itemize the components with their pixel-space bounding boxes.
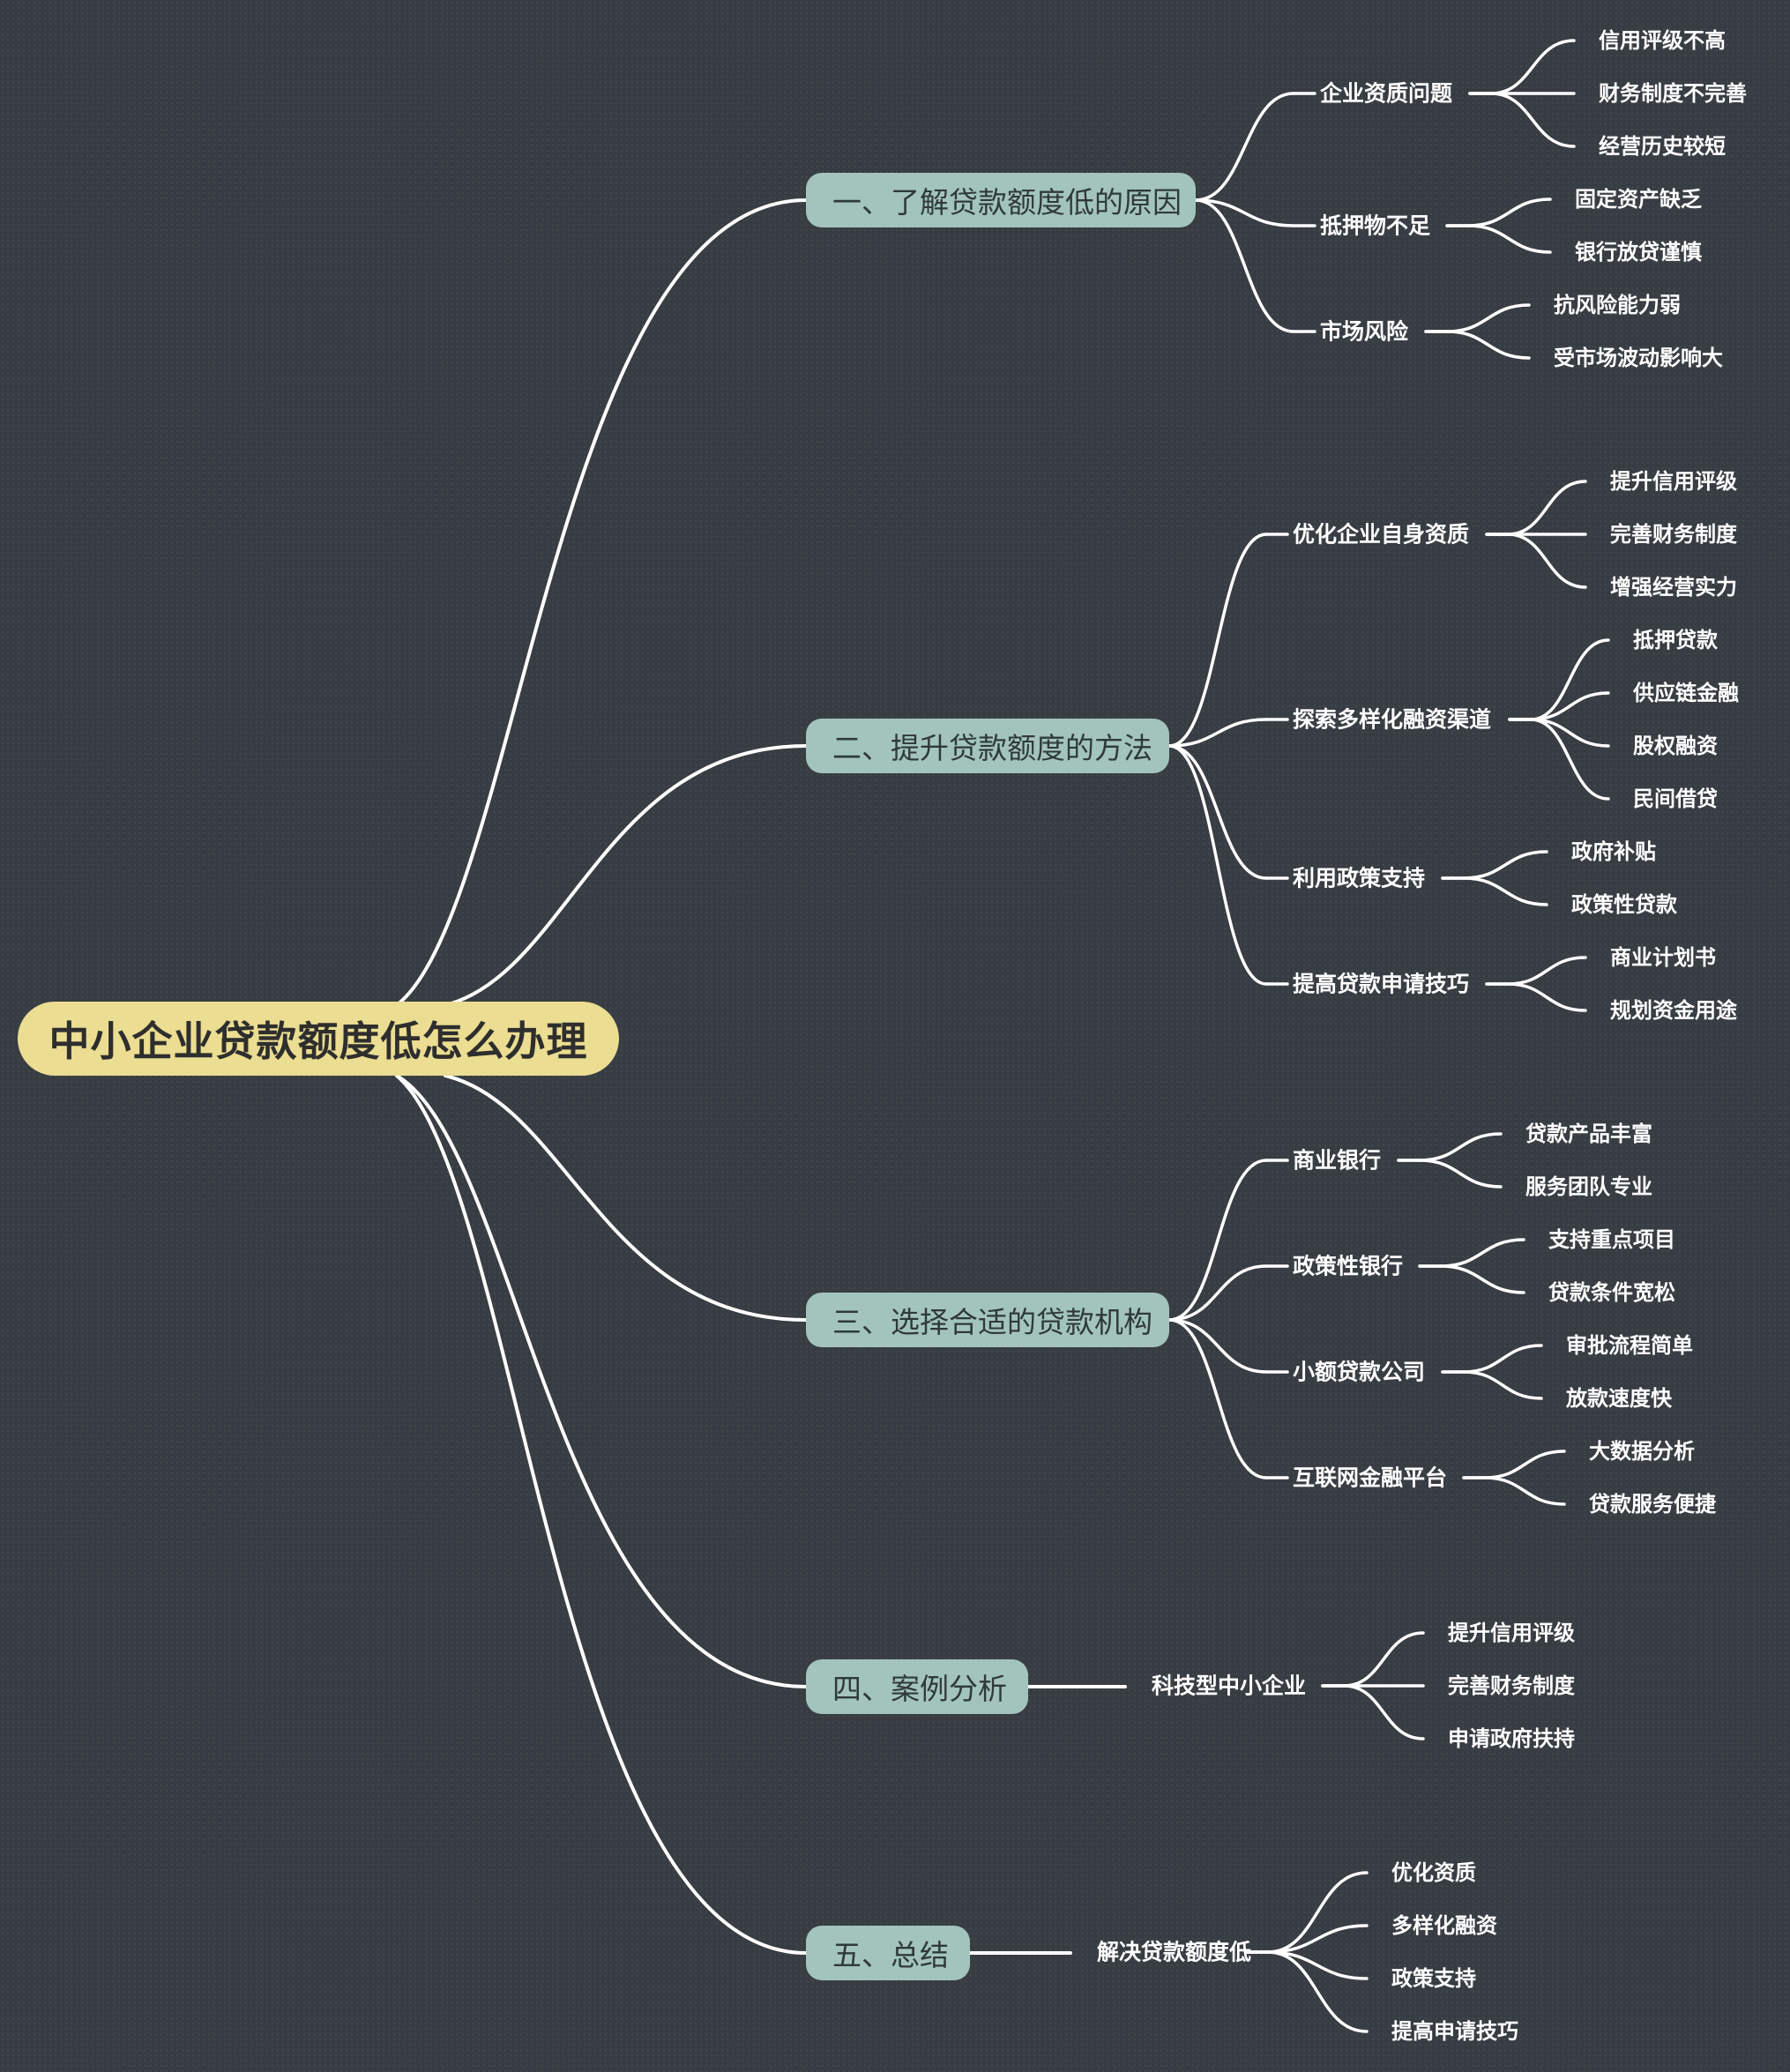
leaf-topic[interactable]: 支持重点项目 — [1548, 1227, 1675, 1252]
root-topic[interactable]: 中小企业贷款额度低怎么办理 — [18, 1002, 619, 1076]
connector-line — [1445, 330, 1531, 360]
leaf-topic[interactable]: 抗风险能力弱 — [1554, 293, 1681, 317]
leaf-topic[interactable]: 抵押贷款 — [1633, 628, 1718, 652]
connector-line — [1466, 224, 1552, 254]
subtopic-2-4[interactable]: 提高贷款申请技巧 — [1293, 971, 1470, 997]
leaf-topic[interactable]: 商业计划书 — [1610, 945, 1716, 970]
subtopic-3-1[interactable]: 商业银行 — [1293, 1147, 1382, 1174]
leaf-topic[interactable]: 多样化融资 — [1391, 1913, 1497, 1938]
connector-line — [1439, 1238, 1525, 1268]
connector-line — [1462, 850, 1548, 880]
connector-line — [1462, 876, 1548, 906]
connector-line — [1506, 533, 1587, 589]
connector-line — [1167, 744, 1268, 986]
leaf-topic[interactable]: 政策支持 — [1391, 1966, 1476, 1991]
connector-line — [1266, 1950, 1369, 2033]
connector-line — [1506, 480, 1587, 536]
leaf-topic[interactable]: 增强经营实力 — [1610, 575, 1737, 600]
leaf-topic[interactable]: 经营历史较短 — [1599, 134, 1726, 159]
connector-line — [1194, 198, 1295, 333]
subtopic-3-4[interactable]: 互联网金融平台 — [1293, 1465, 1448, 1491]
leaf-topic[interactable]: 提高申请技巧 — [1391, 2019, 1518, 2044]
leaf-topic[interactable]: 优化资质 — [1391, 1860, 1476, 1885]
connector-line — [1439, 1264, 1525, 1294]
branch-topic-5[interactable]: 五、总结 — [806, 1926, 970, 1980]
connector-line — [444, 1074, 808, 1322]
connector-line — [1483, 1450, 1566, 1479]
leaf-topic[interactable]: 政府补贴 — [1571, 839, 1656, 864]
connector-line — [1194, 92, 1295, 202]
leaf-topic[interactable]: 银行放贷谨慎 — [1575, 240, 1702, 265]
leaf-topic[interactable]: 供应链金融 — [1633, 681, 1739, 705]
branch-topic-1[interactable]: 一、了解贷款额度低的原因 — [806, 173, 1196, 227]
connector-line — [1194, 198, 1295, 227]
leaf-topic[interactable]: 贷款条件宽松 — [1548, 1280, 1675, 1305]
branch-topic-2[interactable]: 二、提升贷款额度的方法 — [806, 719, 1169, 773]
subtopic-1-2[interactable]: 抵押物不足 — [1320, 212, 1431, 239]
connector-line — [1167, 718, 1268, 748]
subtopic-2-2[interactable]: 探索多样化融资渠道 — [1293, 706, 1492, 733]
connector-line — [1529, 718, 1610, 801]
connector-line — [1529, 691, 1610, 721]
connector-line — [1342, 1631, 1425, 1688]
subtopic-3-3[interactable]: 小额贷款公司 — [1293, 1359, 1426, 1385]
connector-line — [1506, 982, 1587, 1012]
connector-line — [1483, 1476, 1566, 1506]
leaf-topic[interactable]: 贷款产品丰富 — [1525, 1122, 1652, 1146]
leaf-topic[interactable]: 规划资金用途 — [1610, 998, 1737, 1023]
leaf-topic[interactable]: 完善财务制度 — [1610, 522, 1737, 547]
connector-line — [1418, 1159, 1503, 1189]
leaf-topic[interactable]: 大数据分析 — [1589, 1439, 1695, 1464]
connector-line — [1167, 1264, 1268, 1322]
leaf-topic[interactable]: 完善财务制度 — [1448, 1673, 1575, 1698]
connector-line — [1506, 956, 1587, 986]
subtopic-2-3[interactable]: 利用政策支持 — [1293, 865, 1426, 891]
connector-line — [1167, 744, 1268, 880]
branch-topic-4[interactable]: 四、案例分析 — [806, 1659, 1028, 1714]
leaf-topic[interactable]: 提升信用评级 — [1448, 1621, 1575, 1645]
branch-topic-3[interactable]: 三、选择合适的贷款机构 — [806, 1293, 1169, 1347]
connector-line — [1266, 1924, 1369, 1954]
leaf-topic[interactable]: 财务制度不完善 — [1599, 81, 1747, 106]
connector-line — [1462, 1344, 1543, 1374]
leaf-topic[interactable]: 政策性贷款 — [1571, 892, 1677, 917]
subtopic-3-2[interactable]: 政策性银行 — [1293, 1253, 1404, 1279]
connector-line — [395, 1074, 808, 1955]
leaf-topic[interactable]: 服务团队专业 — [1525, 1174, 1652, 1199]
connector-line — [1167, 533, 1268, 748]
leaf-topic[interactable]: 民间借贷 — [1633, 786, 1718, 811]
connector-line — [1466, 198, 1552, 227]
connector-line — [1266, 1950, 1369, 1980]
connector-line — [1529, 638, 1610, 721]
connector-line — [1489, 39, 1576, 95]
leaf-topic[interactable]: 放款速度快 — [1566, 1386, 1672, 1411]
connector-line — [395, 198, 808, 1007]
connector-line — [1418, 1132, 1503, 1162]
leaf-topic[interactable]: 受市场波动影响大 — [1554, 346, 1723, 370]
subtopic-1-1[interactable]: 企业资质问题 — [1320, 80, 1453, 107]
connector-line — [1342, 1684, 1425, 1740]
leaf-topic[interactable]: 提升信用评级 — [1610, 469, 1737, 494]
subtopic-4-1[interactable]: 科技型中小企业 — [1152, 1673, 1307, 1699]
leaf-topic[interactable]: 贷款服务便捷 — [1589, 1492, 1716, 1517]
connector-line — [1167, 1159, 1268, 1322]
leaf-topic[interactable]: 股权融资 — [1633, 734, 1718, 758]
leaf-topic[interactable]: 信用评级不高 — [1599, 28, 1726, 53]
leaf-topic[interactable]: 审批流程简单 — [1566, 1333, 1693, 1358]
leaf-topic[interactable]: 固定资产缺乏 — [1575, 187, 1702, 212]
connector-line — [1167, 1318, 1268, 1479]
leaf-topic[interactable]: 申请政府扶持 — [1448, 1726, 1575, 1751]
connector-line — [395, 1074, 808, 1688]
connector-line — [444, 744, 808, 1007]
subtopic-2-1[interactable]: 优化企业自身资质 — [1293, 521, 1470, 548]
connector-line — [1445, 303, 1531, 333]
connector-line — [1462, 1370, 1543, 1400]
subtopic-1-3[interactable]: 市场风险 — [1320, 318, 1409, 345]
connector-line — [1167, 1318, 1268, 1374]
connector-line — [1489, 92, 1576, 148]
subtopic-5-1[interactable]: 解决贷款额度低 — [1097, 1939, 1252, 1965]
connector-line — [1266, 1871, 1369, 1954]
